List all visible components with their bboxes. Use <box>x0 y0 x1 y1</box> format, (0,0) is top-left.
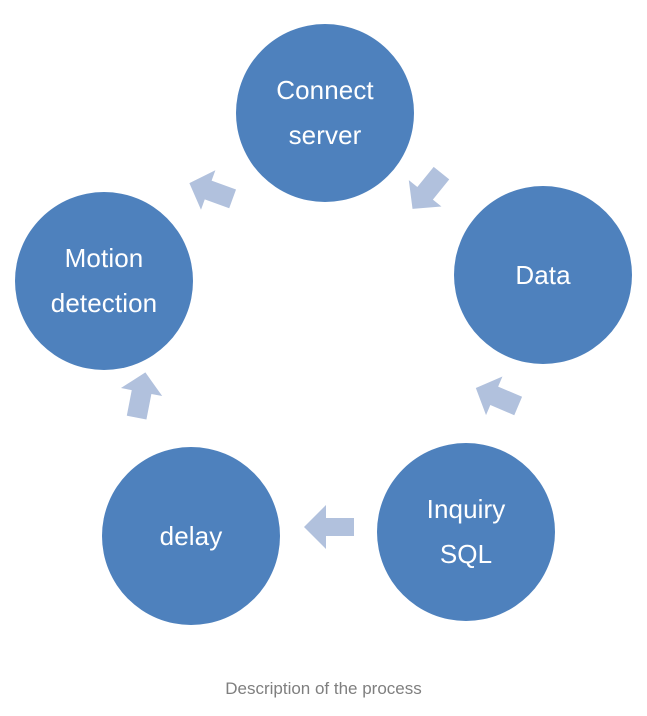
arrow-data-to-inquiry-sql <box>466 366 528 428</box>
diagram-caption: Description of the process <box>225 679 422 698</box>
arrow-inquiry-sql-to-delay <box>296 496 364 558</box>
arrow-delay-to-motion-detection <box>110 364 172 426</box>
block-arrow-icon <box>120 372 163 420</box>
cycle-node-label: Inquiry SQL <box>426 494 506 569</box>
cycle-node-data[interactable]: Data <box>454 186 632 364</box>
block-arrow-icon <box>304 505 354 549</box>
block-arrow-icon <box>408 166 450 209</box>
cycle-node-inquiry-sql[interactable]: Inquiry SQL <box>377 443 555 621</box>
arrow-connect-server-to-data <box>396 160 458 222</box>
cycle-node-label: delay <box>159 520 223 551</box>
cycle-node-label: Motion detection <box>50 243 158 318</box>
cycle-node-connect-server[interactable]: Connect server <box>236 24 414 202</box>
cycle-node-label: Connect server <box>276 75 374 150</box>
block-arrow-icon <box>475 376 523 416</box>
block-arrow-icon <box>189 170 237 210</box>
cycle-node-motion-detection[interactable]: Motion detection <box>15 192 193 370</box>
cycle-node-delay[interactable]: delay <box>102 447 280 625</box>
cycle-node-label: Data <box>515 259 571 290</box>
arrow-motion-detection-to-connect-server <box>180 160 242 222</box>
